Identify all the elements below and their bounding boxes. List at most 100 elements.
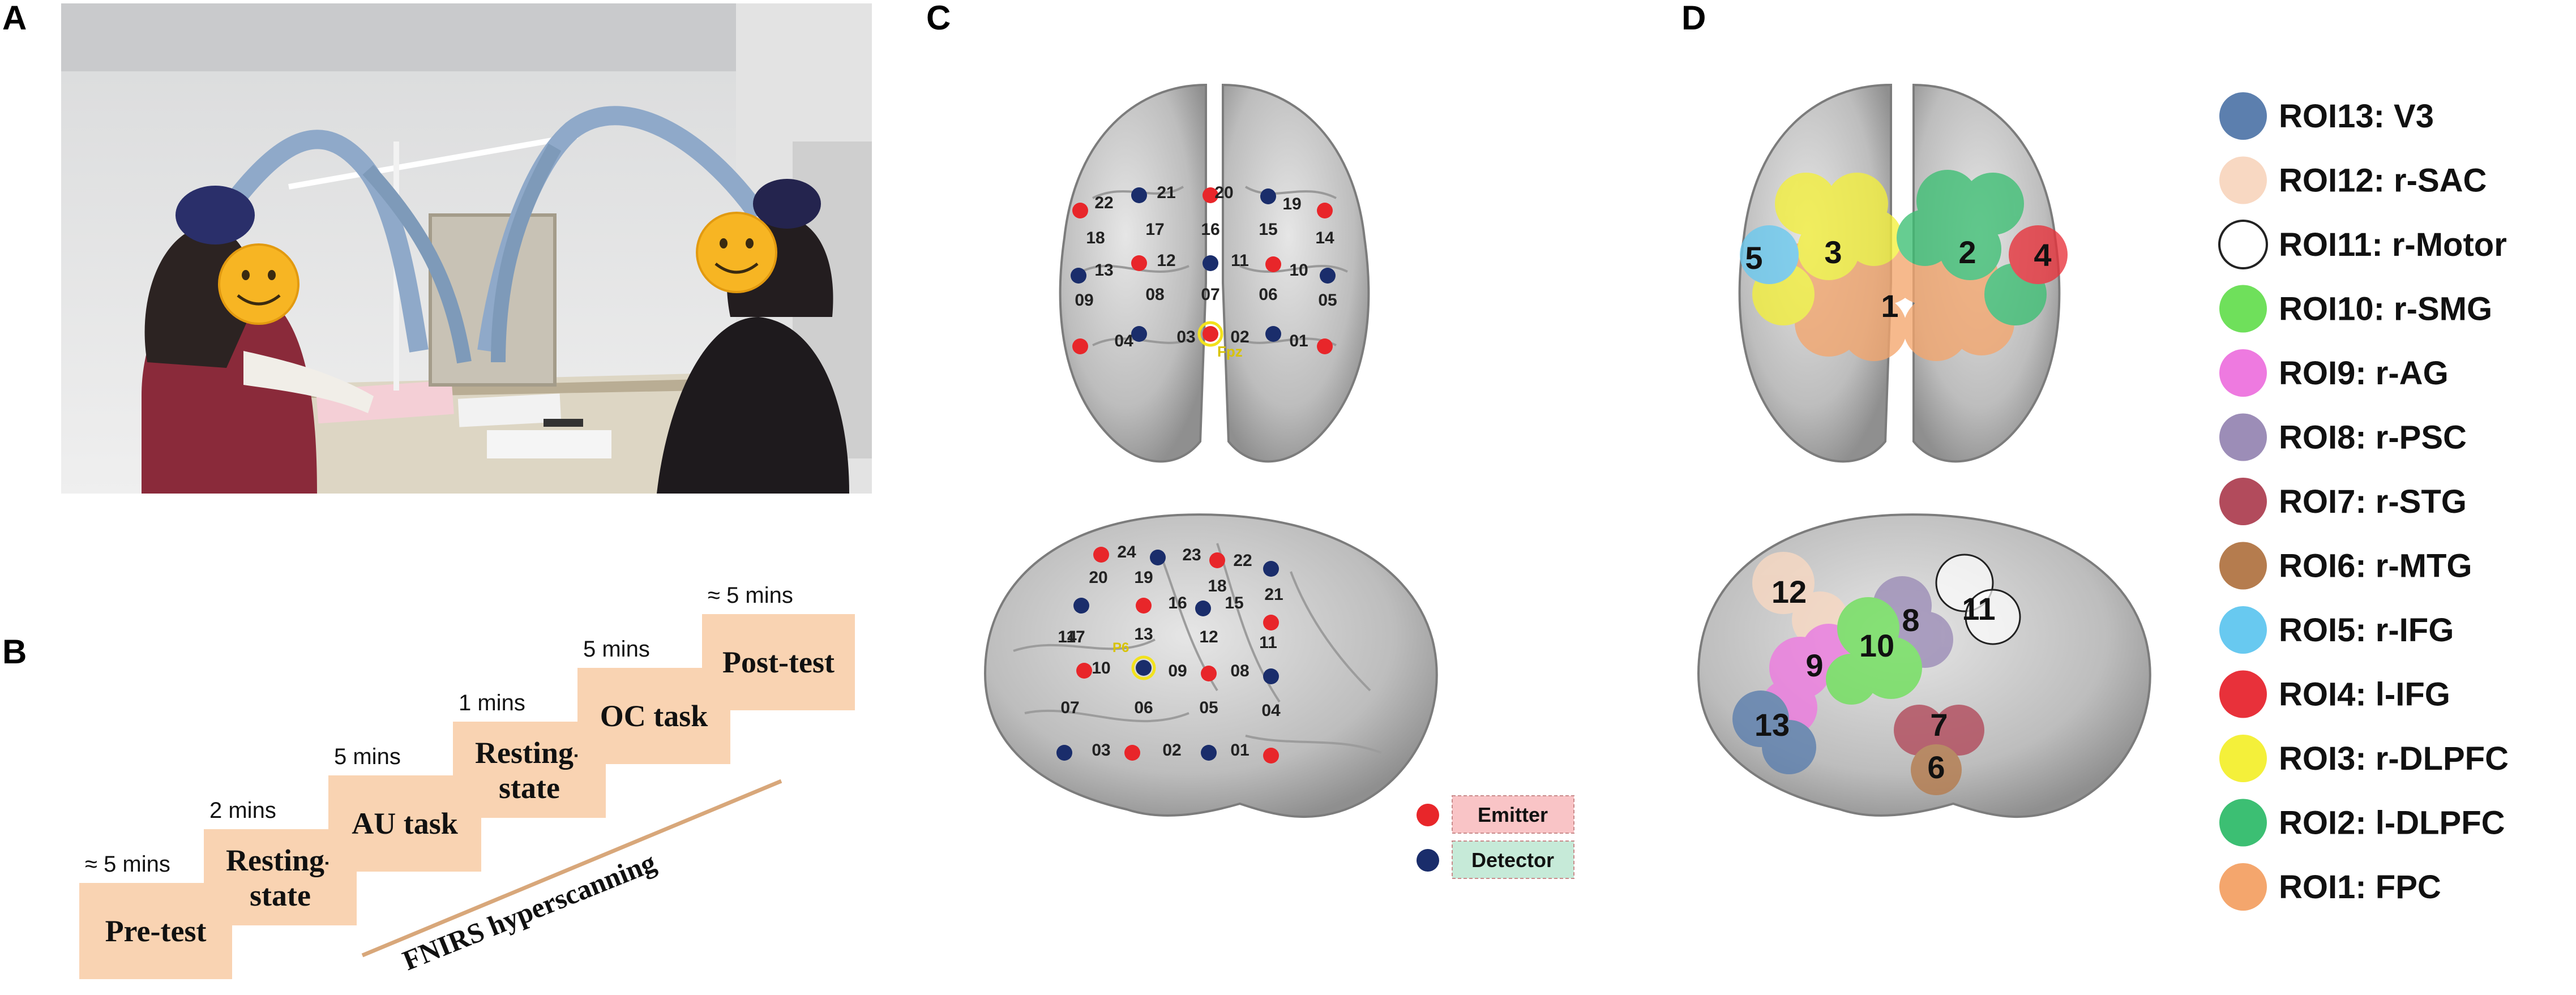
channel-label: 19 (1282, 195, 1301, 213)
roi-legend-swatch (2219, 349, 2267, 397)
roi-number: 5 (1745, 240, 1762, 276)
reference-label: P6 (1112, 640, 1129, 655)
roi-legend-label: ROI8: r-PSC (2279, 419, 2467, 456)
detector-dot (1263, 561, 1279, 577)
detector-dot (1150, 550, 1166, 565)
detector-key-dot (1417, 849, 1439, 872)
roi-legend-swatch (2219, 156, 2267, 204)
channel-label: 16 (1201, 220, 1219, 239)
reference-marker (1197, 321, 1223, 347)
reference-marker (1131, 655, 1156, 680)
roi-number: 10 (1859, 628, 1894, 663)
channel-label: 05 (1199, 698, 1218, 717)
roi-legend-label: ROI2: l-DLPFC (2279, 805, 2505, 842)
channel-label: 07 (1060, 698, 1079, 717)
channel-label: 11 (1231, 251, 1249, 270)
channel-label: 10 (1092, 659, 1110, 677)
channel-label: 12 (1157, 251, 1175, 270)
panel-label-b: B (2, 633, 27, 671)
roi-number: 4 (2034, 237, 2051, 273)
channel-label: 21 (1157, 183, 1175, 202)
channel-label: 04 (1114, 332, 1133, 350)
detector-dot (1201, 745, 1217, 761)
detector-dot (1203, 255, 1218, 271)
channel-label: 09 (1168, 662, 1187, 680)
emitter-dot (1263, 748, 1279, 764)
emitter-dot (1317, 338, 1333, 354)
channel-label: 07 (1201, 285, 1219, 304)
roi-legend-swatch (2219, 92, 2267, 140)
channel-label: 16 (1168, 594, 1187, 612)
timeline-step-label: state (250, 878, 311, 912)
channel-label: 06 (1134, 698, 1153, 717)
channel-label: 24 (1117, 543, 1136, 561)
channel-label: 13 (1134, 625, 1153, 644)
panel-label-d: D (1681, 0, 1706, 37)
channel-label: 03 (1176, 328, 1195, 346)
reference-label: Fpz (1217, 343, 1243, 360)
channel-label: 20 (1214, 183, 1233, 202)
emitter-dot (1124, 745, 1140, 761)
roi-legend-swatch (2219, 542, 2267, 590)
emitter-dot (1209, 552, 1225, 568)
hyperscanning-arrow (361, 779, 782, 958)
experiment-photo (61, 3, 872, 494)
roi-number: 3 (1824, 234, 1842, 270)
roi-number: 9 (1805, 647, 1823, 683)
channel-label: 06 (1259, 285, 1277, 304)
roi-legend-label: ROI5: r-IFG (2279, 612, 2454, 649)
channel-label: 01 (1230, 741, 1249, 760)
detector-dot (1073, 598, 1089, 614)
roi-legend-swatch (2219, 606, 2267, 654)
roi-legend-swatch (2219, 285, 2267, 333)
experiment-timeline: Pre-test ≈ 5 mins Resting-state 2 mins AU ta… (79, 583, 855, 979)
emitter-dot (1265, 256, 1281, 272)
channel-label: 17 (1066, 628, 1085, 646)
channel-label: 15 (1259, 220, 1277, 239)
emitter-dot (1131, 255, 1147, 271)
detector-dot (1265, 326, 1281, 342)
detector-dot (1056, 745, 1072, 761)
emitter-dot (1203, 187, 1218, 203)
detector-dot (1260, 188, 1276, 204)
roi-legend-label: ROI3: r-DLPFC (2279, 740, 2509, 777)
channel-label: 18 (1208, 577, 1226, 595)
legend-key-label: Emitter (1478, 803, 1548, 826)
roi-legend-swatch (2219, 799, 2267, 847)
roi-legend-label: ROI10: r-SMG (2279, 291, 2492, 328)
timeline-step-label: Resting- (475, 736, 584, 770)
timeline-step-duration: ≈ 5 mins (85, 852, 170, 877)
timeline-step-label: Pre-test (105, 914, 207, 948)
channel-label: 14 (1315, 229, 1334, 247)
legend-key-box (1452, 795, 1574, 834)
channel-label: 21 (1264, 585, 1283, 604)
emitter-dot (1317, 203, 1333, 218)
roi-legend-swatch (2219, 735, 2267, 782)
detector-dot (1071, 268, 1086, 284)
roi-number: 8 (1902, 602, 1919, 638)
timeline-step-label: AU task (352, 807, 458, 840)
roi-legend-swatch (2218, 220, 2268, 269)
timeline-step-duration: 2 mins (209, 798, 276, 823)
roi-number: 1 (1881, 288, 1898, 324)
roi-legend-label: ROI13: V3 (2279, 98, 2434, 135)
detector-dot (1195, 601, 1211, 616)
emitter-dot (1072, 338, 1088, 354)
emitter-dot (1201, 666, 1217, 681)
emitter-dot (1076, 663, 1092, 679)
channel-label: 17 (1145, 220, 1164, 239)
roi-legend-label: ROI6: r-MTG (2279, 548, 2472, 585)
channel-label: 14 (1058, 628, 1077, 646)
roi-legend-swatch (2219, 670, 2267, 718)
roi-number: 6 (1927, 749, 1945, 785)
frontal-brain-view (1059, 83, 1370, 463)
channel-label: 11 (1259, 633, 1277, 652)
roi-legend-label: ROI11: r-Motor (2279, 226, 2507, 263)
emitter-dot (1093, 547, 1109, 563)
channel-label: 01 (1289, 332, 1308, 350)
roi-number: 13 (1755, 707, 1790, 743)
channel-label: 13 (1094, 261, 1113, 280)
roi-legend-swatch (2219, 413, 2267, 461)
